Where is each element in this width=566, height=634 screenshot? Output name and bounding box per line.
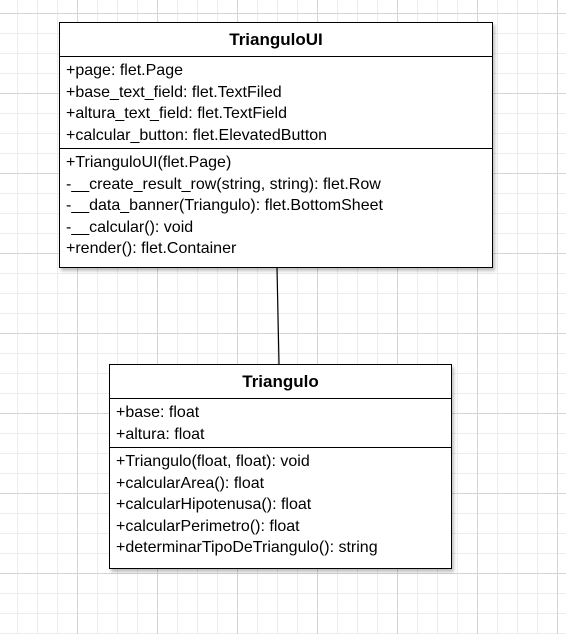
method: +TrianguloUI(flet.Page)	[66, 154, 232, 171]
attribute: +calcular_button: flet.ElevatedButton	[66, 126, 328, 144]
methods-section: +TrianguloUI(flet.Page) -__create_result…	[60, 148, 492, 262]
class-name: TrianguloUI	[60, 23, 492, 57]
method: -__calcular(): void	[66, 218, 194, 236]
method: -__create_result_row(string, string): fl…	[66, 175, 381, 193]
attribute: +altura_text_field: flet.TextField	[66, 105, 288, 122]
method: +calcularHipotenusa(): float	[116, 496, 312, 513]
method: +render(): flet.Container	[66, 240, 237, 257]
method: +Triangulo(float, float): void	[116, 453, 310, 470]
method: +calcularArea(): float	[116, 474, 265, 492]
method: -__data_banner(Triangulo): flet.BottomSh…	[66, 197, 383, 214]
class-name: Triangulo	[110, 365, 451, 399]
attribute: +page: flet.Page	[66, 62, 183, 79]
method: +determinarTipoDeTriangulo(): string	[116, 539, 378, 556]
attributes-section: +base: float +altura: float	[110, 399, 451, 447]
class-box-triangulo[interactable]: Triangulo +base: float +altura: float +T…	[109, 364, 452, 569]
attribute: +altura: float	[116, 425, 205, 443]
attributes-section: +page: flet.Page +base_text_field: flet.…	[60, 57, 492, 148]
methods-section: +Triangulo(float, float): void +calcular…	[110, 447, 451, 561]
attribute: +base_text_field: flet.TextFiled	[66, 83, 282, 101]
class-box-triangulo-ui[interactable]: TrianguloUI +page: flet.Page +base_text_…	[59, 22, 493, 268]
attribute: +base: float	[116, 404, 200, 421]
method: +calcularPerimetro(): float	[116, 517, 300, 535]
